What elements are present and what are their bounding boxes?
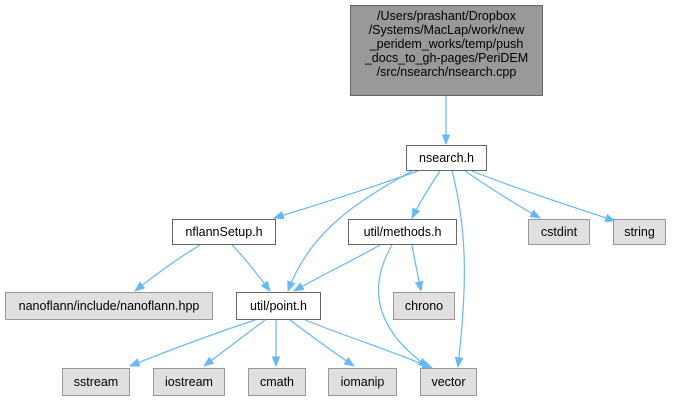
root-path-line-1: /Users/prashant/Dropbox xyxy=(377,9,516,23)
node-nanoflann-hpp[interactable]: nanoflann/include/nanoflann.hpp xyxy=(5,292,213,320)
edge-util-point-h-to-vector xyxy=(304,319,433,369)
edge-nsearch-h-to-util-methods-h xyxy=(411,170,441,219)
root-path-line-4: _docs_to_gh-pages/PeriDEM xyxy=(364,51,529,65)
node-iostream[interactable]: iostream xyxy=(153,368,225,396)
node-string[interactable]: string xyxy=(613,219,666,245)
edge-util-methods-h-to-util-point-h xyxy=(293,244,381,292)
edge-nflannsetup-h-to-nanoflann-hpp xyxy=(134,244,201,292)
root-path-line-3: _peridem_works/temp/push xyxy=(369,37,524,51)
node-vector[interactable]: vector xyxy=(420,368,477,396)
node-nsearch-h[interactable]: nsearch.h xyxy=(406,145,487,171)
edge-util-point-h-to-iomanip xyxy=(289,319,355,367)
edge-util-methods-h-to-chrono xyxy=(411,244,424,293)
edge-nsearch-h-to-string xyxy=(471,170,617,223)
node-util-methods-h[interactable]: util/methods.h xyxy=(348,219,457,245)
node-iomanip[interactable]: iomanip xyxy=(328,368,397,396)
node-sstream[interactable]: sstream xyxy=(62,368,130,396)
edge-nsearch-h-to-vector xyxy=(451,170,465,369)
edge-util-point-h-to-sstream xyxy=(128,319,256,367)
root-path-line-2: /Systems/MacLap/work/new xyxy=(368,23,525,37)
node-root-file[interactable]: /Users/prashant/Dropbox /Systems/MacLap/… xyxy=(350,5,543,96)
edge-nflannsetup-h-to-util-point-h xyxy=(231,244,271,292)
node-cstdint[interactable]: cstdint xyxy=(528,219,590,245)
node-nflannsetup-h[interactable]: nflannSetup.h xyxy=(172,219,276,245)
edge-nsearch-h-to-cstdint xyxy=(464,170,541,219)
node-util-point-h[interactable]: util/point.h xyxy=(236,292,321,320)
edge-util-methods-h-to-vector xyxy=(377,244,429,368)
edge-util-point-h-to-iostream xyxy=(203,319,266,367)
root-path-line-5: /src/nsearch/nsearch.cpp xyxy=(376,65,517,79)
node-cmath[interactable]: cmath xyxy=(248,368,306,396)
node-chrono[interactable]: chrono xyxy=(393,292,455,320)
edge-nsearch-h-to-util-point-h xyxy=(287,170,413,293)
edge-nsearch-h-to-nflannsetup-h xyxy=(272,170,419,220)
